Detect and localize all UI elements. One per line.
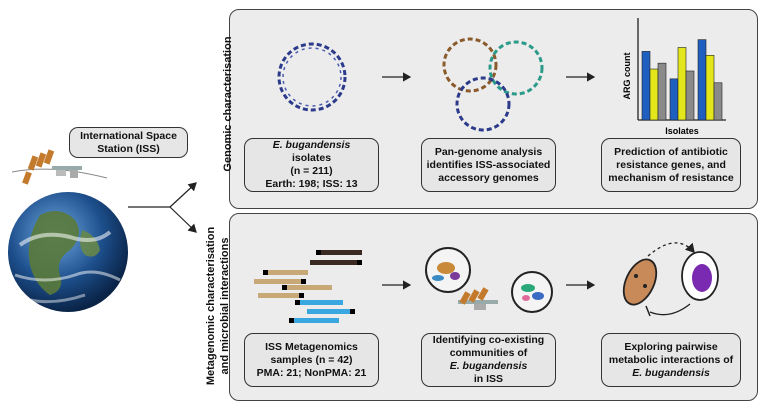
- chart-ylabel: ARG count: [622, 53, 632, 100]
- bar-group1-series3: [657, 62, 667, 121]
- pangenome-box: Pan-genome analysis identifies ISS-assoc…: [421, 138, 556, 192]
- bar-group3-series1: [697, 39, 707, 121]
- co-existing-communities-box: Identifying co-existing communities of E…: [421, 333, 556, 387]
- chart-xlabel: Isolates: [665, 126, 699, 136]
- arg-prediction-box: Prediction of antibiotic resistance gene…: [601, 138, 741, 192]
- bar-group2-series1: [669, 78, 679, 121]
- metagenomic-side-label-1: Metagenomic characterisation: [205, 226, 217, 386]
- metagenomic-side-label-2: and microbial interactions: [219, 237, 231, 375]
- metagenomics-samples-box: ISS Metagenomics samples (n = 42) PMA: 2…: [244, 333, 379, 387]
- iss-label-box: International Space Station (ISS): [69, 127, 188, 158]
- bar-group3-series3: [713, 82, 723, 121]
- bar-group3-series2: [705, 55, 715, 121]
- isolates-count: (n = 211): [290, 165, 333, 177]
- arg-bar-chart: ARG count Isolates: [622, 18, 726, 136]
- bar-group1-series1: [641, 51, 651, 121]
- isolates-split: Earth: 198; ISS: 13: [265, 178, 358, 190]
- metabolic-interactions-box: Exploring pairwise metabolic interaction…: [601, 333, 741, 387]
- iss-label-line2: Station (ISS): [97, 142, 160, 155]
- iss-label-line1: International Space: [80, 129, 177, 142]
- species-name: E. bugandensis: [272, 139, 351, 151]
- bar-group2-series2: [677, 47, 687, 121]
- bar-group1-series2: [649, 68, 659, 121]
- bar-group2-series3: [685, 70, 695, 121]
- genomic-side-label: Genomic characterisation: [222, 36, 234, 172]
- isolates-box: E. bugandensis isolates (n = 211) Earth:…: [244, 138, 379, 192]
